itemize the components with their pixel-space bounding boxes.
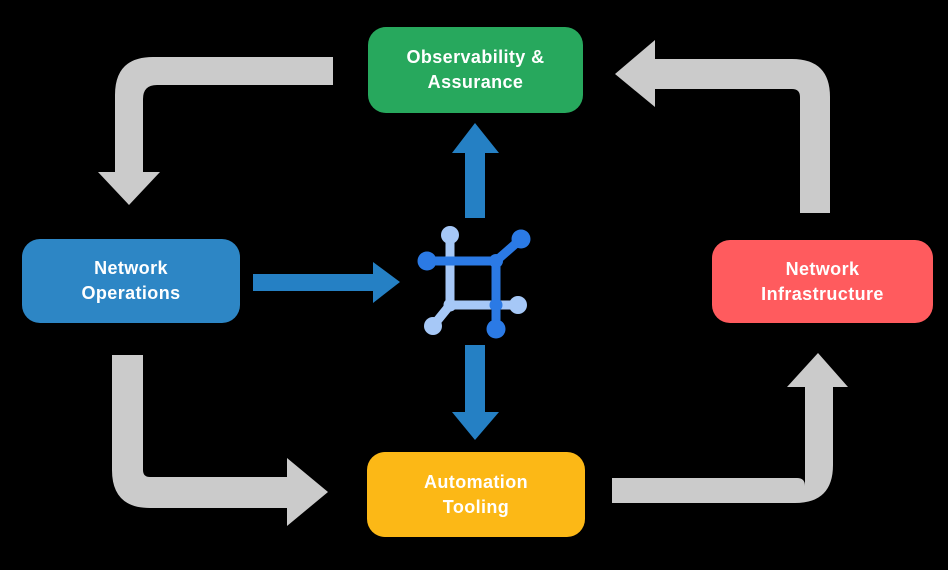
network-mesh-icon-dark-nodes — [417, 229, 531, 339]
arrow-observability-to-operations — [98, 57, 333, 205]
arrow-operations-to-automation — [112, 355, 328, 526]
arrow-infrastructure-to-observability — [615, 40, 830, 213]
arrow-automation-to-infrastructure — [612, 353, 848, 503]
node-network-infrastructure: Network Infrastructure — [712, 240, 933, 323]
arrow-icon-to-observability — [452, 123, 499, 218]
node-label-line: Observability & — [406, 47, 545, 67]
node-label-line: Network — [785, 258, 860, 279]
network-mesh-icon — [417, 226, 531, 339]
node-label-line: Infrastructure — [761, 283, 884, 304]
node-label-line: Operations — [81, 283, 181, 303]
node-automation-tooling: Automation Tooling — [367, 452, 585, 537]
flow-arrows — [253, 123, 499, 440]
arrow-operations-to-icon — [253, 262, 400, 303]
node-network-operations: Network Operations — [22, 239, 240, 323]
node-label-line: Automation — [424, 471, 528, 492]
cycle-arrows — [98, 40, 848, 526]
node-label-line: Assurance — [427, 72, 524, 92]
node-label-line: Tooling — [442, 496, 510, 517]
node-label-line: Network — [94, 258, 168, 278]
node-observability-assurance: Observability & Assurance — [368, 27, 583, 113]
arrow-icon-to-automation — [452, 345, 499, 440]
